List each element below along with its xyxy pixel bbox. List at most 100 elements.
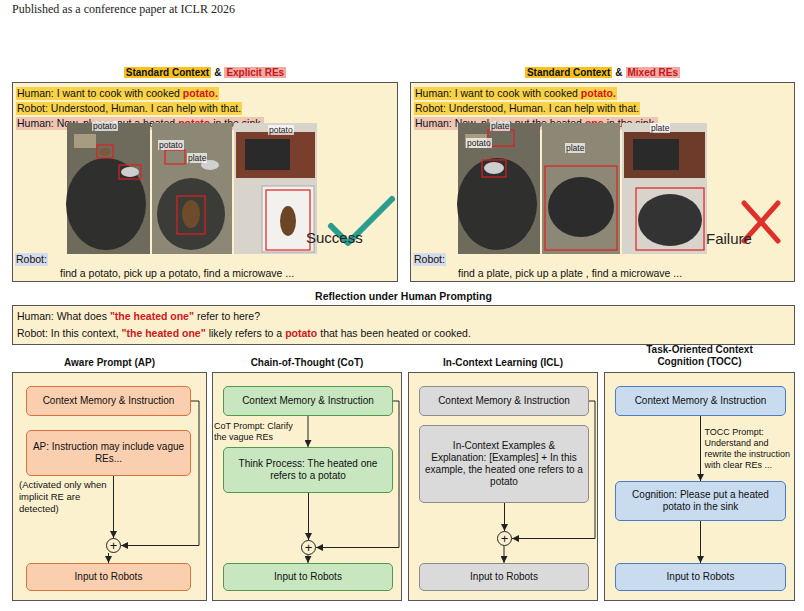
success-check <box>331 199 392 243</box>
connector-arrow <box>308 493 309 540</box>
edge-label: CoT Prompt: Clarify the vague REs <box>214 421 304 443</box>
dialogue-line: Robot: In this context,"the heated one"l… <box>16 327 472 340</box>
object-label: potato <box>158 140 184 150</box>
dialogue-line: Human: I want to cook with cookedpotato. <box>16 87 219 100</box>
box-text: AP: Instruction may include vague REs... <box>32 441 185 465</box>
scene-image <box>67 123 150 254</box>
text-segment: Robot: Understood, Human. I can help wit… <box>17 102 241 114</box>
text-segment: Aware Prompt (AP) <box>64 357 155 368</box>
text-segment: potato. <box>183 87 218 99</box>
reflection-box: Reflection under Human PromptingHuman: W… <box>12 305 795 345</box>
scenario-panel: Standard Context&Mixed REsHuman: I want … <box>410 82 795 282</box>
text-segment: Mixed REs <box>626 67 681 78</box>
scene-potato <box>182 200 200 228</box>
scene-microwave <box>624 132 705 178</box>
scene-plate <box>638 194 702 246</box>
connector-arrow <box>108 553 109 563</box>
text-segment: "the heated one" <box>122 327 206 339</box>
detection-box <box>165 150 185 164</box>
scene-table <box>457 158 537 250</box>
text-segment: that has been heated or cooked. <box>320 327 471 339</box>
dialogue-line: Robot: Understood, Human. I can help wit… <box>16 102 242 115</box>
memory-box: Context Memory & Instruction <box>419 386 589 416</box>
panel-heading: Task-Oriented Context Cognition (TOCC) <box>625 344 775 368</box>
panel-heading: Aware Prompt (AP) <box>0 357 226 369</box>
memory-box: Context Memory & Instruction <box>26 386 191 416</box>
failure-cross <box>744 203 778 241</box>
detection-box <box>488 130 514 146</box>
box-text: Context Memory & Instruction <box>43 395 175 407</box>
text-segment: Robot: In this context, <box>17 327 119 339</box>
scene-plate <box>484 162 504 174</box>
method-panel: Chain-of-Thought (CoT)Context Memory & I… <box>212 372 402 601</box>
object-label: potato <box>268 125 294 135</box>
connector-arrow <box>121 401 199 546</box>
text-segment: Robot: <box>16 253 47 265</box>
panel-heading: Chain-of-Thought (CoT) <box>193 357 421 369</box>
detection-box <box>636 188 704 250</box>
memory-box: Context Memory & Instruction <box>615 386 786 416</box>
text-segment: Reflection under Human Prompting <box>315 290 492 302</box>
object-label: plate <box>565 143 585 153</box>
sum-symbol: + <box>501 532 509 545</box>
object-label: potato <box>466 138 492 148</box>
box-text: In-Context Examples & Explanation: [Exam… <box>425 440 583 489</box>
box-text: Think Process: The heated one refers to … <box>229 458 387 482</box>
text-segment: potato <box>285 327 317 339</box>
cognition-box: Cognition: Please put a heated potato in… <box>615 481 786 521</box>
output-box: Input to Robots <box>419 563 589 591</box>
text-segment: Robot: <box>414 253 445 265</box>
text-segment: Standard Context <box>124 67 211 78</box>
panel-heading: Standard Context&Mixed REs <box>391 67 804 79</box>
text-segment: Standard Context <box>525 67 612 78</box>
box-text: Input to Robots <box>75 571 143 583</box>
dialogue-line: Human: What does"the heated one"refer to… <box>16 310 261 323</box>
object-label: potato <box>92 121 118 131</box>
detection-box <box>545 166 617 250</box>
output-box: Input to Robots <box>615 563 786 591</box>
text-segment: find a plate, pick up a plate , find a m… <box>458 267 682 279</box>
detection-box <box>266 190 310 250</box>
text-segment: potato. <box>581 87 616 99</box>
box-text: Input to Robots <box>470 571 538 583</box>
failure-cross <box>744 203 778 241</box>
reasoning-box: Think Process: The heated one refers to … <box>223 447 393 493</box>
text-segment: Explicit REs <box>224 67 286 78</box>
connector-arrow <box>504 503 505 531</box>
edge-label: TOCC Prompt: Understand and rewrite the … <box>705 427 793 471</box>
dialogue-line: Robot: Understood, Human. I can help wit… <box>414 102 640 115</box>
method-panel: Aware Prompt (AP)(Activated only when im… <box>12 372 207 601</box>
text-segment: "the heated one" <box>110 310 194 322</box>
box-text: Context Memory & Instruction <box>635 395 767 407</box>
dialogue-line: Robot: <box>413 253 446 266</box>
sum-symbol: + <box>110 539 118 552</box>
text-segment: Human: I want to cook with cooked <box>17 87 180 99</box>
box-text: Context Memory & Instruction <box>242 395 374 407</box>
dialogue-line: find a plate, pick up a plate , find a m… <box>457 267 683 280</box>
scene-plate <box>548 177 614 237</box>
connector-arrow <box>113 476 114 538</box>
connector-arrow <box>316 401 399 548</box>
panel-heading: In-Context Learning (ICL) <box>389 357 617 369</box>
dialogue-line: Human: Now, please put a heatedpotatoin … <box>16 117 264 130</box>
scene-microwave <box>236 132 315 178</box>
scene-counter <box>465 134 487 148</box>
object-label: plate <box>650 123 670 133</box>
scene-image <box>152 123 232 254</box>
text-segment: Robot: Understood, Human. I can help wit… <box>415 102 639 114</box>
text-segment: one <box>585 117 604 129</box>
text-segment: Chain-of-Thought (CoT) <box>251 357 364 368</box>
scene-table <box>66 158 146 250</box>
text-segment: Human: I want to cook with cooked <box>415 87 578 99</box>
scene-counter <box>74 134 96 148</box>
scene-potato <box>99 148 111 156</box>
panel-heading: Standard Context&Explicit REs <box>0 67 417 79</box>
connector-arrow <box>308 555 309 563</box>
memory-box: Context Memory & Instruction <box>223 386 393 416</box>
method-panel: In-Context Learning (ICL)Context Memory … <box>408 372 598 601</box>
outcome-label: Failure <box>706 230 752 247</box>
scene-image <box>458 123 540 254</box>
examples-box: In-Context Examples & Explanation: [Exam… <box>419 425 589 503</box>
text-segment: Human: What does <box>17 310 107 322</box>
scene-potato <box>280 206 296 236</box>
